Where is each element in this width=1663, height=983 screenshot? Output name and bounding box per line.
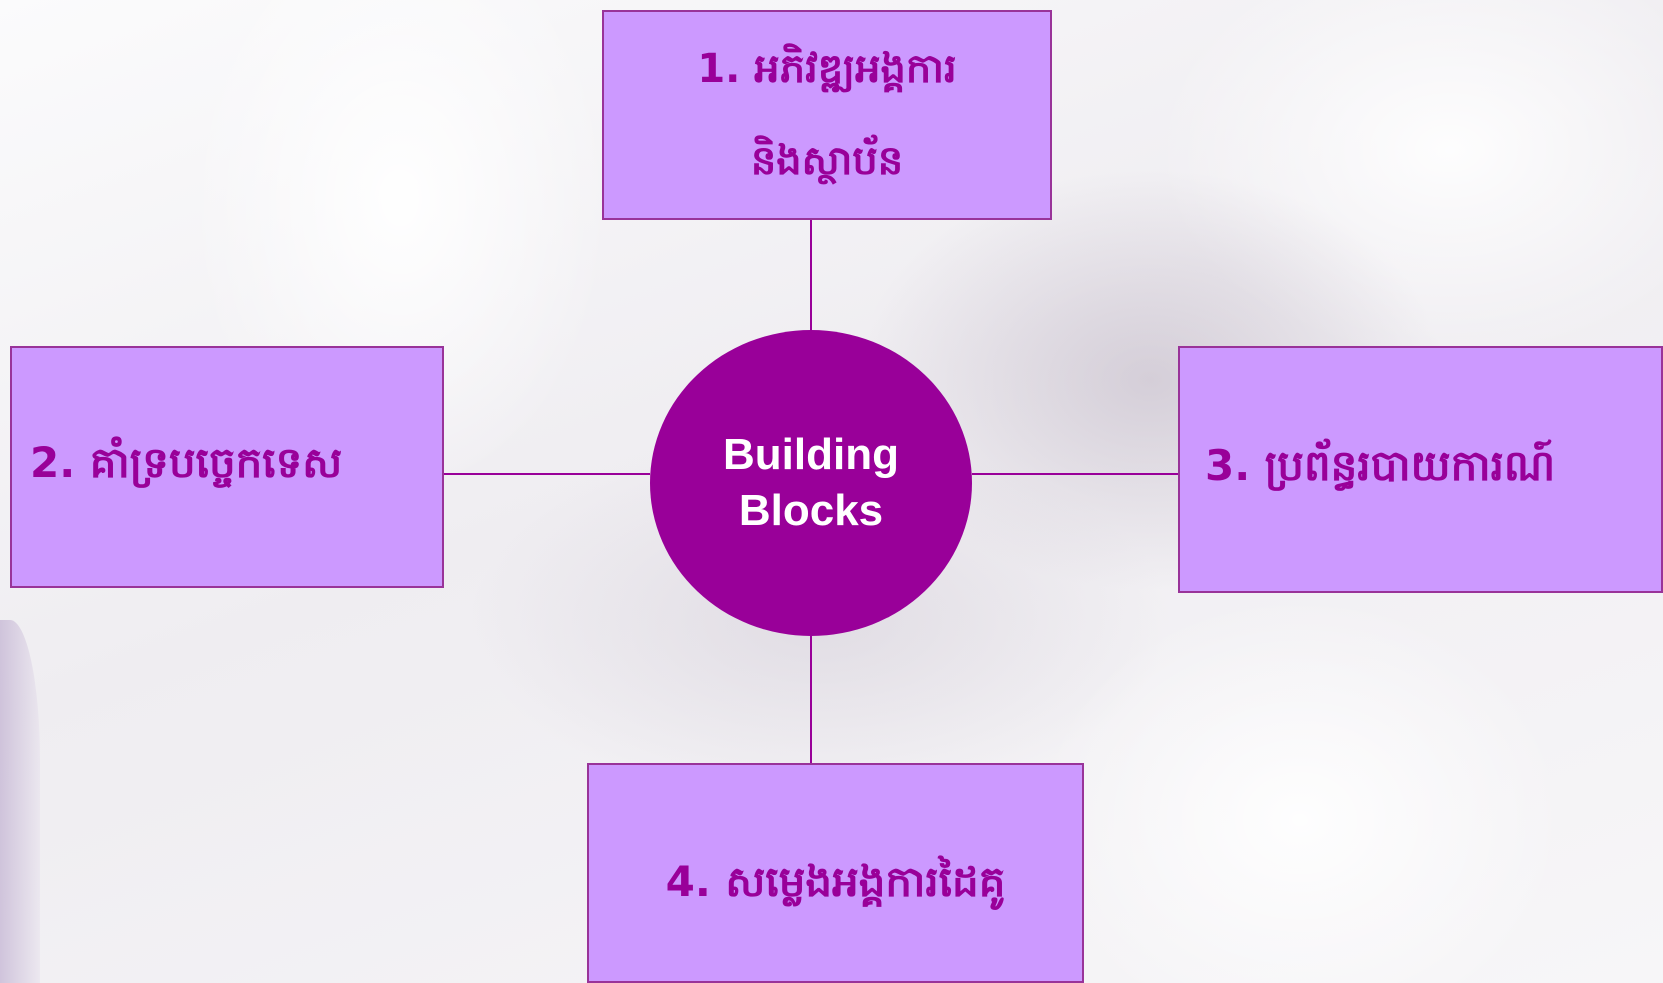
node-partner-voice: 4. សម្លេងអង្គការដៃគូ — [587, 763, 1084, 983]
node-label: 1. អភិវឌ្ឍអង្គការ និងស្ថាប័ន — [697, 46, 957, 184]
node-label: 2. គាំទ្របច្ចេកទេស — [30, 438, 343, 487]
node-reporting-system: 3. ប្រព័ន្ធរបាយការណ៍ — [1178, 346, 1663, 593]
node-technical-support: 2. គាំទ្របច្ចេកទេស — [10, 346, 444, 588]
node-organizational-development: 1. អភិវឌ្ឍអង្គការ និងស្ថាប័ន — [602, 10, 1052, 220]
node-label: 3. ប្រព័ន្ធរបាយការណ៍ — [1205, 440, 1556, 490]
decorative-stripe — [0, 620, 40, 983]
center-building-blocks: Building Blocks — [650, 330, 972, 636]
node-label: 4. សម្លេងអង្គការដៃគូ — [665, 857, 1006, 906]
center-label: Building Blocks — [723, 430, 899, 535]
